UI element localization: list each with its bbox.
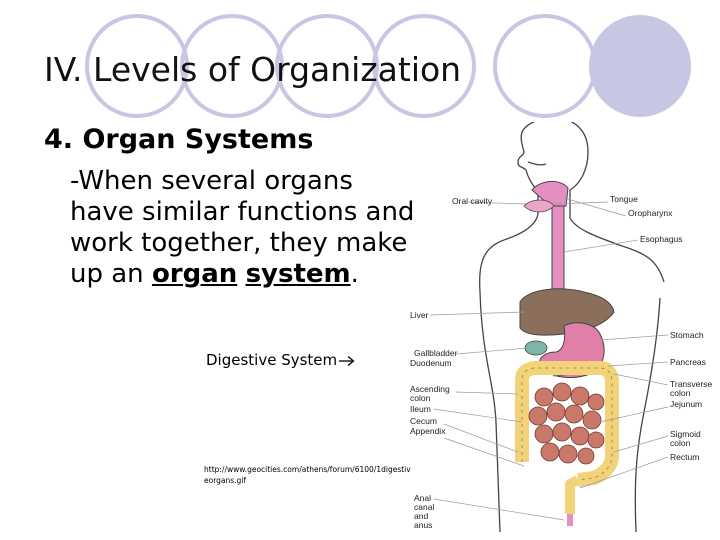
- label-canal: canal: [414, 502, 434, 512]
- caption-text: Digestive System: [206, 351, 338, 369]
- label-stomach: Stomach: [670, 330, 704, 340]
- term-system: system: [245, 259, 351, 289]
- decor-circle: [493, 14, 597, 118]
- oropharynx: [531, 181, 569, 207]
- label-esophagus: Esophagus: [640, 234, 683, 244]
- decor-circle-filled: [589, 15, 691, 117]
- decor-circle: [275, 14, 379, 118]
- decor-circle: [85, 14, 189, 118]
- decor-circle: [372, 14, 476, 118]
- label-colon-transverse: colon: [670, 388, 691, 398]
- diagram-caption: Digestive System: [206, 351, 356, 369]
- body-lead-text: -When several organs have similar functi…: [70, 166, 415, 289]
- arrow-right-icon: [339, 355, 355, 366]
- body-end-text: .: [350, 259, 359, 289]
- label-liver: Liver: [410, 310, 429, 320]
- label-ileum: Ileum: [410, 404, 431, 414]
- label-pancreas: Pancreas: [670, 357, 706, 367]
- label-jejunum: Jejunum: [670, 399, 702, 409]
- label-ascending: Ascending: [410, 384, 450, 394]
- label-oral-cavity: Oral cavity: [452, 196, 493, 206]
- section-heading: 4. Organ Systems: [44, 124, 314, 155]
- label-anus: anus: [414, 520, 432, 530]
- source-url: http://www.geocities.com/athens/forum/61…: [204, 465, 411, 485]
- leader-lines-right: [553, 197, 669, 489]
- small-intestine: [528, 382, 605, 465]
- label-tongue: Tongue: [610, 194, 638, 204]
- slide-title: IV. Levels of Organization: [44, 50, 462, 89]
- label-gallbladder: Gallbladder: [414, 348, 458, 358]
- label-transverse: Transverse: [670, 379, 712, 389]
- rectum: [565, 475, 581, 514]
- digestive-system-diagram: Oral cavity Liver Gallbladder Duodenum A…: [410, 122, 712, 532]
- label-rectum: Rectum: [670, 452, 699, 462]
- label-duodenum: Duodenum: [410, 358, 452, 368]
- label-colon-sigmoid: colon: [670, 438, 691, 448]
- gallbladder: [524, 340, 548, 356]
- decor-circle: [180, 14, 284, 118]
- label-colon-ascending: colon: [410, 393, 431, 403]
- label-appendix: Appendix: [410, 426, 446, 436]
- label-and: and: [414, 511, 428, 521]
- label-sigmoid: Sigmoid: [670, 429, 701, 439]
- liver: [519, 288, 615, 336]
- term-organ: organ: [151, 259, 238, 289]
- label-anal: Anal: [414, 493, 431, 503]
- tongue: [523, 199, 555, 213]
- label-cecum: Cecum: [410, 416, 437, 426]
- label-oropharynx: Oropharynx: [628, 208, 673, 218]
- body-paragraph: -When several organs have similar functi…: [70, 166, 415, 290]
- decorative-circles: [85, 14, 691, 118]
- leader-lines-left: [429, 201, 565, 521]
